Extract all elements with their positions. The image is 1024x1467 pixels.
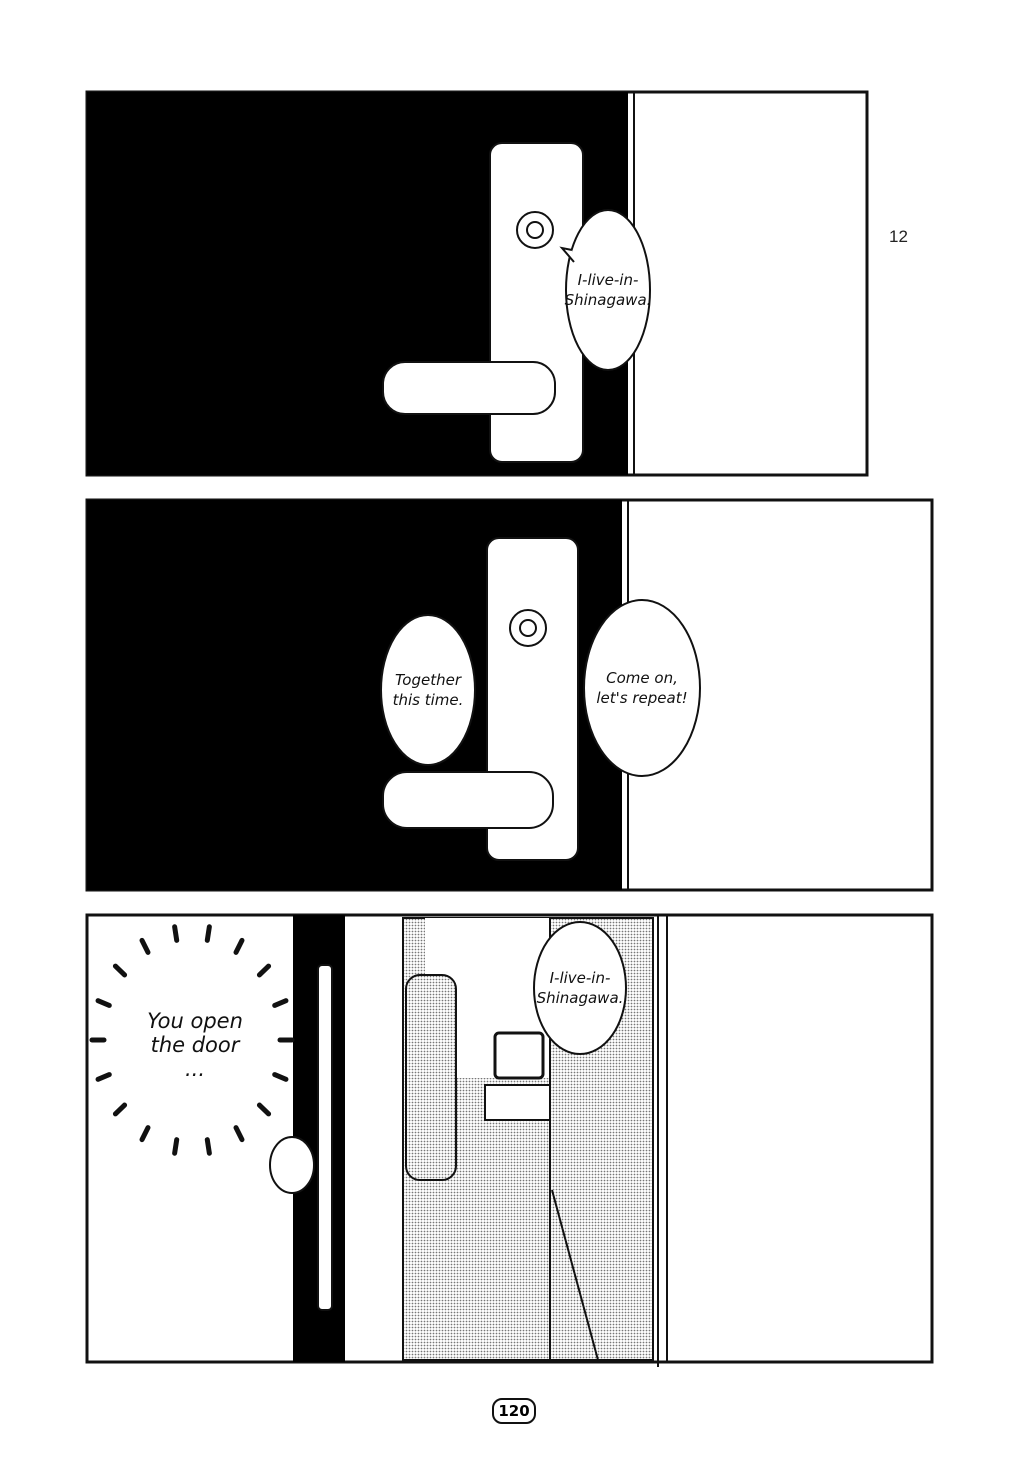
keyhole-icon <box>509 609 547 647</box>
emphasis-dash <box>172 1137 180 1156</box>
speech-bubble <box>533 921 627 1055</box>
page-number: 120 <box>492 1398 536 1424</box>
panel-3 <box>85 913 934 1367</box>
emphasis-dash <box>95 998 112 1008</box>
speech-text: I-live-in- Shinagawa. <box>536 969 624 1007</box>
emphasis-dash <box>112 963 128 978</box>
speech-text: Together this time. <box>392 671 464 709</box>
emphasis-dash <box>272 1072 289 1082</box>
door-handle <box>382 771 554 829</box>
emphasis-dash <box>172 924 180 943</box>
speech-bubble <box>583 599 701 777</box>
speech-text: I-live-in- Shinagawa. <box>564 271 652 309</box>
panel-2 <box>85 498 934 892</box>
doorknob <box>269 1136 315 1194</box>
narration-text: You open the door ... <box>147 1009 243 1081</box>
emphasis-dashes <box>89 924 295 1156</box>
speech-bubble <box>380 614 476 766</box>
emphasis-dash <box>139 1125 151 1143</box>
emphasis-dash <box>95 1072 112 1082</box>
panel-1 <box>85 90 869 477</box>
emphasis-dash <box>233 937 245 955</box>
keyhole-icon <box>516 211 554 249</box>
emphasis-dash <box>112 1102 128 1117</box>
emphasis-dash <box>204 924 212 943</box>
speech-bubble <box>565 209 651 371</box>
television <box>493 1031 545 1080</box>
speech-text: Come on, let's repeat! <box>596 669 688 707</box>
emphasis-dash <box>256 963 272 978</box>
emphasis-dash <box>204 1137 212 1156</box>
emphasis-dash <box>233 1125 245 1143</box>
chapter-marker: 12 <box>889 227 908 246</box>
emphasis-dash <box>272 998 289 1008</box>
door-handle <box>382 361 556 415</box>
emphasis-dash <box>256 1102 272 1117</box>
emphasis-dash <box>139 937 151 955</box>
